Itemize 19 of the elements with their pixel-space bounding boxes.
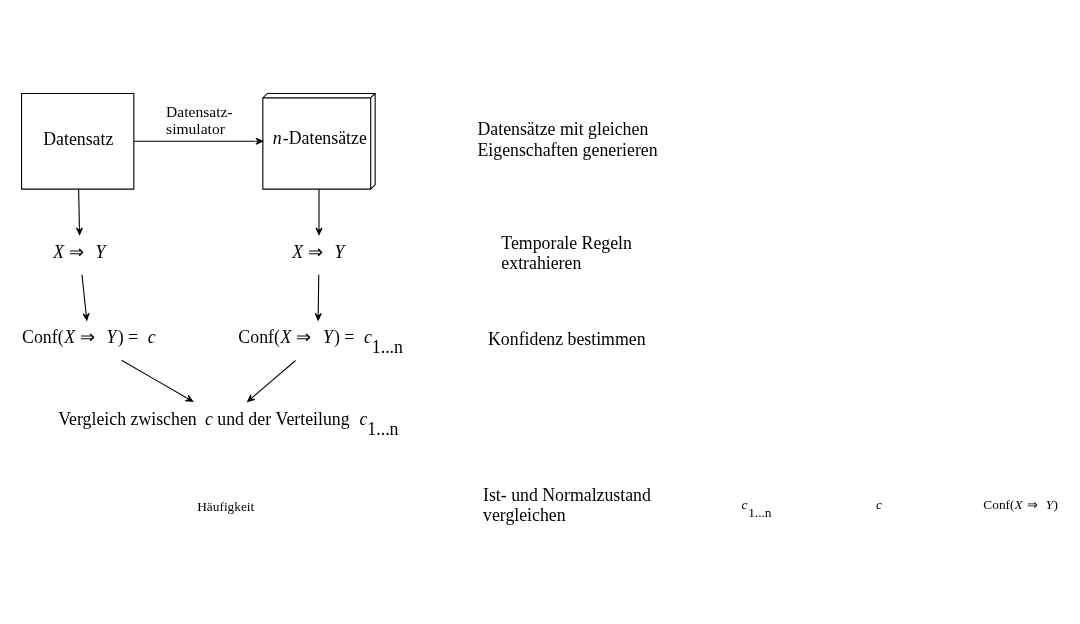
arrow — [121, 359, 194, 402]
arrow — [247, 359, 297, 402]
edge-label: Datensatz- simulator — [166, 102, 233, 137]
arrow — [75, 188, 83, 235]
node-box: Datensatz — [21, 92, 135, 190]
node-text: X ⇒ Y — [292, 241, 345, 262]
arrow — [314, 273, 322, 321]
node-text: X ⇒ Y — [53, 241, 106, 262]
arrow — [81, 273, 90, 321]
label: c — [876, 496, 883, 512]
label: Datensätze mit gleichen Eigenschaften generieren — [477, 118, 658, 159]
label: Ist- und Normalzustand vergleichen — [483, 484, 651, 525]
label: Häufigkeit — [197, 498, 255, 514]
node-text: Conf(X ⇒ Y) = c — [22, 326, 156, 347]
arrow — [133, 137, 264, 145]
label: Konfidenz bestimmen — [488, 328, 646, 349]
arrow — [315, 188, 323, 235]
label: Conf(X ⇒ Y) — [983, 496, 1058, 512]
label: Temporale Regeln extrahieren — [501, 232, 632, 273]
